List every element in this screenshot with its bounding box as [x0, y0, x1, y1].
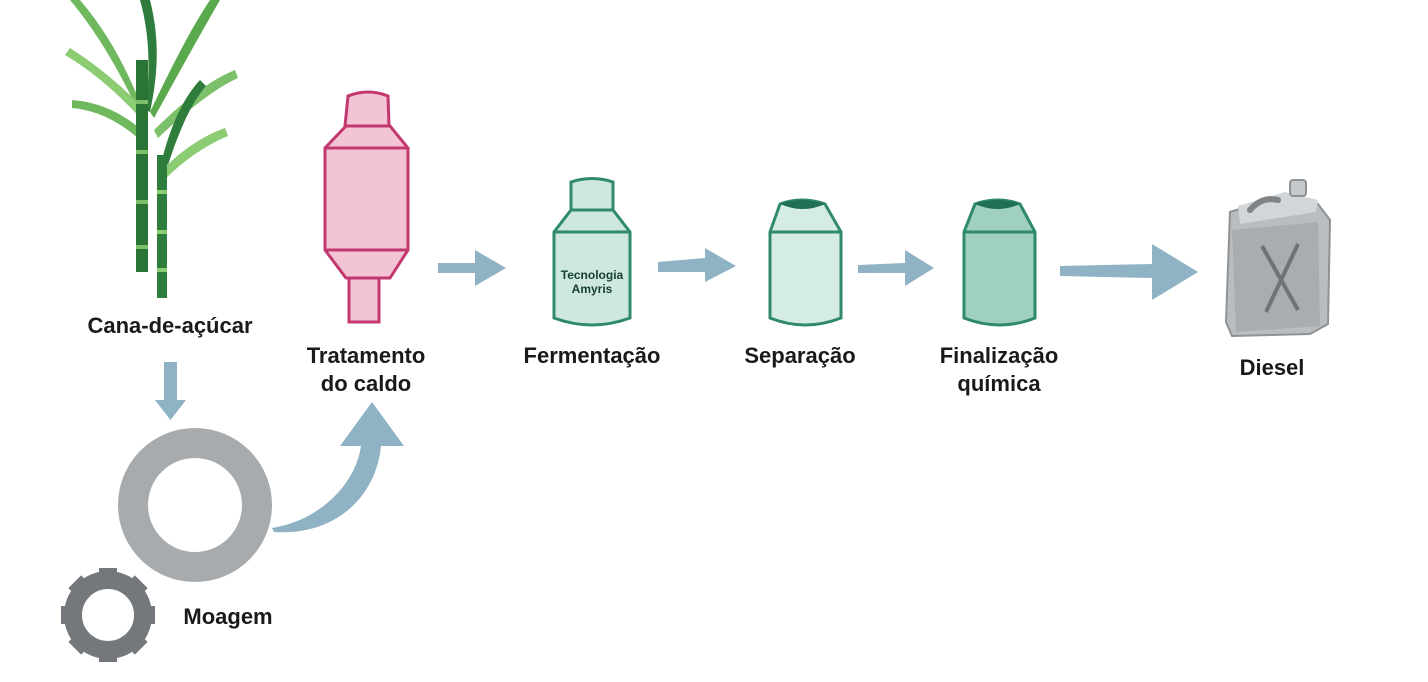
arrow-down-icon [155, 362, 186, 420]
label-finalizacao: Finalização química [940, 342, 1059, 398]
label-tratamento-line-2: do caldo [307, 370, 426, 398]
tank-text-line-1: Tecnologia [561, 268, 623, 282]
treatment-vessel-icon [325, 92, 408, 322]
arrow-right-icon [658, 248, 736, 282]
label-tratamento-line-1: Tratamento [307, 342, 426, 370]
fermentation-tank-text: Tecnologia Amyris [561, 268, 623, 296]
label-fermentacao: Fermentação [524, 342, 661, 370]
arrow-right-icon [438, 250, 506, 286]
label-finalizacao-line-2: química [940, 370, 1059, 398]
label-cana: Cana-de-açúcar [87, 312, 252, 340]
label-moagem: Moagem [183, 603, 272, 631]
curved-arrow-icon [272, 402, 404, 532]
large-gear-icon [122, 432, 268, 578]
label-finalizacao-line-1: Finalização [940, 342, 1059, 370]
arrow-right-icon [858, 250, 934, 286]
fermentation-tank-icon [554, 179, 630, 326]
separation-tank-icon [770, 200, 841, 325]
label-tratamento: Tratamento do caldo [307, 342, 426, 398]
small-gear-icon [61, 568, 155, 662]
tank-text-line-2: Amyris [561, 282, 623, 296]
finishing-tank-icon [964, 200, 1035, 325]
label-diesel: Diesel [1240, 354, 1305, 382]
sugarcane-icon [65, 0, 238, 298]
label-separacao: Separação [744, 342, 855, 370]
arrow-right-icon [1060, 244, 1198, 300]
diesel-canister-icon [1226, 180, 1330, 336]
